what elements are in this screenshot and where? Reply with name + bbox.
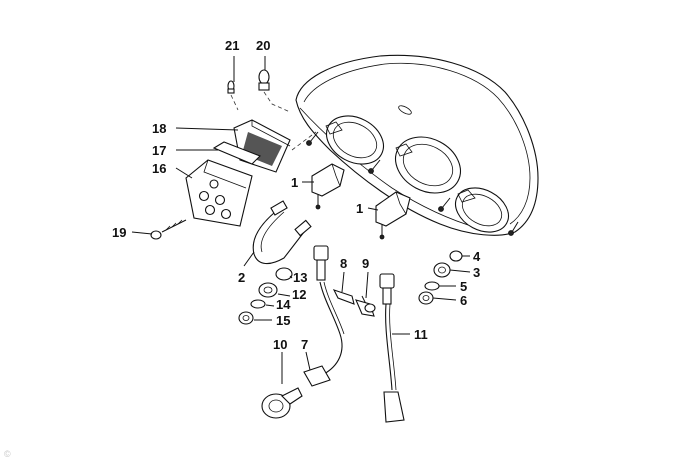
callout-18: 18	[152, 121, 166, 136]
part-19-screw	[150, 219, 187, 240]
part-12-nut	[258, 282, 278, 298]
callout-17: 17	[152, 143, 166, 158]
callout-3: 3	[473, 265, 480, 280]
part-5-ring	[424, 281, 440, 291]
callout-8: 8	[340, 256, 347, 271]
part-17-gasket	[212, 141, 261, 165]
part-20-bulb	[258, 69, 270, 91]
callout-16: 16	[152, 161, 166, 176]
callout-19: 19	[112, 225, 126, 240]
callout-12: 12	[292, 287, 306, 302]
instrument-cluster-housing	[295, 54, 539, 236]
part-8-clip	[332, 289, 355, 305]
callout-1-left: 1	[291, 175, 298, 190]
callout-4: 4	[473, 249, 481, 264]
part-1-connector-left	[311, 163, 345, 210]
callout-11: 11	[414, 327, 428, 342]
callout-13: 13	[293, 270, 307, 285]
part-11-cable	[379, 273, 405, 423]
callout-14: 14	[276, 297, 291, 312]
part-13-sleeve	[275, 267, 293, 281]
part-14-ring	[250, 299, 266, 309]
part-6-nut	[418, 291, 434, 305]
part-15-nut	[238, 311, 254, 325]
part-16-connector-block	[185, 159, 253, 227]
callout-2: 2	[238, 270, 245, 285]
part-9-bolt	[355, 295, 376, 317]
assembly-guide-lines	[230, 91, 317, 151]
part-1-connector-right	[375, 191, 411, 240]
part-2-pipe	[252, 200, 312, 265]
callout-20: 20	[256, 38, 270, 53]
callout-9: 9	[362, 256, 369, 271]
callout-21: 21	[225, 38, 239, 53]
part-3-nut	[433, 262, 451, 278]
callout-labels: 21 20 18 17 16 19 1 1 2 13 12 14 15 8 9 …	[112, 38, 481, 352]
callout-6: 6	[460, 293, 467, 308]
part-4-sleeve	[449, 250, 463, 262]
callout-5: 5	[460, 279, 467, 294]
part-18-circuit-board	[233, 119, 291, 173]
copyright-watermark: ©	[4, 449, 11, 459]
callout-15: 15	[276, 313, 290, 328]
callout-leader-lines	[131, 56, 471, 384]
callout-1-right: 1	[356, 201, 363, 216]
part-21-bulb	[227, 80, 235, 94]
callout-10: 10	[273, 337, 287, 352]
speedometer-cable-left	[303, 245, 345, 387]
part-10-drive-unit	[261, 387, 303, 419]
callout-7: 7	[301, 337, 308, 352]
